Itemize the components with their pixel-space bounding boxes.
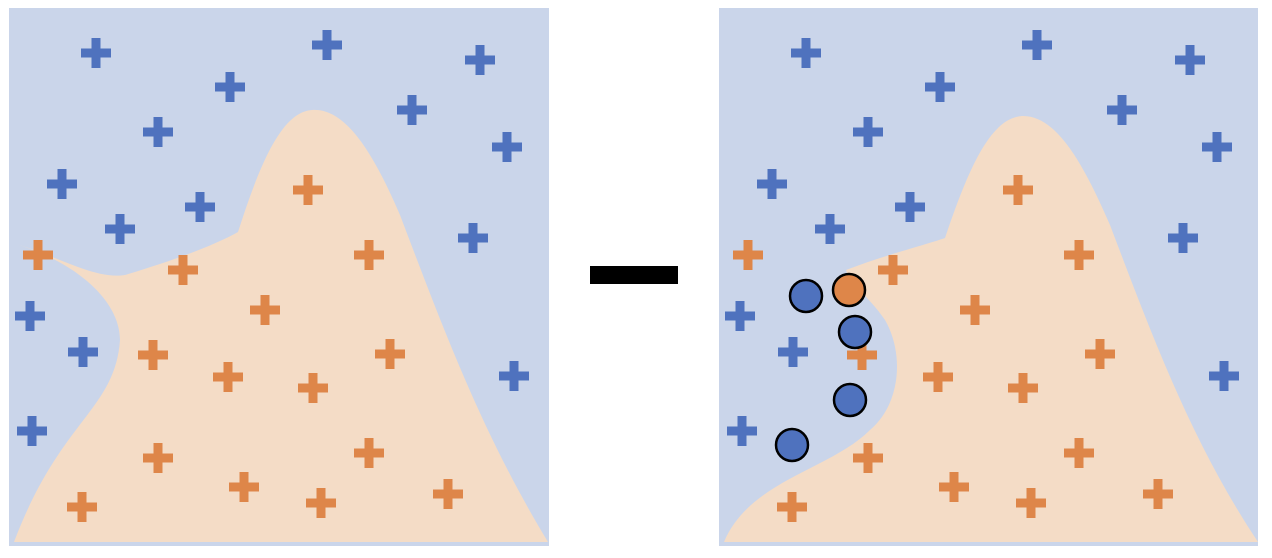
left-blue-plus-markers [15,30,529,446]
orange-plus-marker [433,479,463,509]
blue-plus-marker [1022,30,1052,60]
orange-plus-marker [1064,438,1094,468]
orange-plus-marker [293,175,323,205]
orange-plus-marker [23,240,53,270]
blue-plus-marker [725,301,755,331]
blue-plus-marker [1202,132,1232,162]
orange-plus-marker [939,472,969,502]
orange-plus-marker [733,240,763,270]
blue-plus-marker [791,38,821,68]
orange-plus-marker [777,492,807,522]
orange-plus-marker [878,255,908,285]
blue-plus-marker [757,169,787,199]
orange-plus-marker [1016,488,1046,518]
orange-plus-marker [354,438,384,468]
orange-plus-marker [923,362,953,392]
left-panel-orange-region [14,109,548,542]
blue-plus-marker [1107,95,1137,125]
orange-plus-marker [853,443,883,473]
blue-plus-marker [15,301,45,331]
orange-plus-marker [375,339,405,369]
blue-plus-marker [68,337,98,367]
blue-plus-marker [1209,361,1239,391]
orange-plus-marker [354,240,384,270]
orange-plus-marker [213,362,243,392]
blue-plus-marker [215,72,245,102]
right-panel-orange-region [724,115,1258,542]
blue-circle-marker [774,427,810,463]
blue-plus-marker [492,132,522,162]
blue-plus-marker [81,38,111,68]
blue-plus-marker [312,30,342,60]
blue-plus-marker [397,95,427,125]
blue-circle-marker [837,314,873,350]
orange-plus-marker [298,373,328,403]
orange-plus-marker [67,492,97,522]
blue-circle-marker [832,382,868,418]
right-circle-markers [774,272,873,463]
left-orange-plus-markers [23,175,463,522]
right-orange-plus-markers [733,175,1173,522]
blue-circle-marker [788,278,824,314]
right-blue-plus-markers [725,30,1239,446]
blue-plus-marker [895,192,925,222]
blue-plus-marker [465,45,495,75]
blue-plus-marker [778,337,808,367]
orange-plus-marker [1085,339,1115,369]
blue-plus-marker [499,361,529,391]
orange-plus-marker [306,488,336,518]
orange-plus-marker [847,340,877,370]
blue-plus-marker [1175,45,1205,75]
blue-plus-marker [17,416,47,446]
orange-plus-marker [229,472,259,502]
orange-plus-marker [168,255,198,285]
right-panel [719,8,1258,546]
orange-plus-marker [960,295,990,325]
orange-circle-marker [831,272,867,308]
orange-plus-marker [250,295,280,325]
blue-plus-marker [925,72,955,102]
blue-plus-marker [1168,223,1198,253]
blue-plus-marker [727,416,757,446]
blue-plus-marker [853,117,883,147]
orange-plus-marker [1008,373,1038,403]
blue-plus-marker [105,214,135,244]
blue-plus-marker [143,117,173,147]
orange-plus-marker [138,340,168,370]
orange-plus-marker [1003,175,1033,205]
minus-sign-icon [590,266,678,284]
blue-plus-marker [185,192,215,222]
orange-plus-marker [1143,479,1173,509]
blue-plus-marker [458,223,488,253]
left-panel [9,8,549,546]
orange-plus-marker [143,443,173,473]
orange-plus-marker [1064,240,1094,270]
blue-plus-marker [47,169,77,199]
blue-plus-marker [815,214,845,244]
